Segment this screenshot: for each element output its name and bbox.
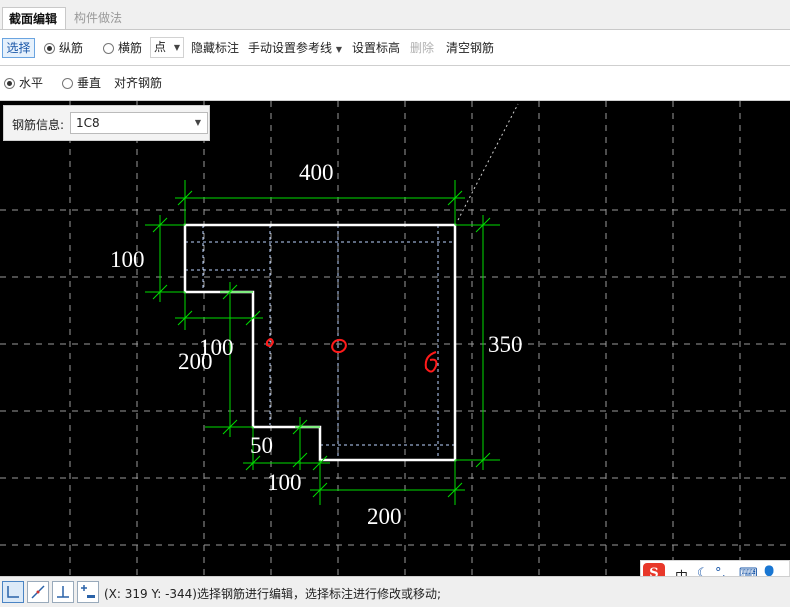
diagonal-icon xyxy=(31,585,45,599)
orthogonal-snap-button[interactable] xyxy=(2,581,24,603)
tab-bar: 截面编辑 构件做法 xyxy=(0,0,790,30)
rebar-marker[interactable] xyxy=(266,338,275,347)
chevron-down-icon: ▼ xyxy=(194,118,201,127)
perpendicular-icon xyxy=(57,586,69,598)
reference-lines xyxy=(185,225,455,460)
hide-dimensions-button[interactable]: 隐藏标注 xyxy=(191,41,240,55)
dim-inner-step[interactable]: 100 xyxy=(199,335,234,360)
dimension-lines xyxy=(145,180,500,505)
rebar-info-select[interactable]: 1C8 ▼ xyxy=(70,112,208,134)
manual-reference-line-button[interactable]: 手动设置参考线 ▼ xyxy=(248,38,342,58)
rebar-marker[interactable] xyxy=(424,351,438,373)
delete-button[interactable]: 删除 xyxy=(410,41,435,55)
rebar-info-value: 1C8 xyxy=(76,116,100,130)
dim-bottom-step[interactable]: 50 xyxy=(250,433,273,458)
vertical-radio[interactable]: 垂直 xyxy=(62,73,101,93)
set-elevation-button[interactable]: 设置标高 xyxy=(352,41,401,55)
align-rebar-button[interactable]: 对齐钢筋 xyxy=(114,76,163,90)
status-coordinates: (X: 319 Y: -344) xyxy=(104,587,197,601)
horizontal-label: 水平 xyxy=(19,76,44,90)
dim-bottom[interactable]: 200 xyxy=(367,504,402,529)
diagonal-snap-button[interactable] xyxy=(27,581,49,603)
rebar-marker[interactable] xyxy=(330,338,347,354)
tab-section-edit[interactable]: 截面编辑 xyxy=(2,7,66,29)
rebar-markers xyxy=(266,338,438,373)
status-hint: 选择钢筋进行编辑，选择标注进行修改或移动; xyxy=(197,587,442,601)
section-drawing[interactable]: 400 100 200 100 350 50 100 200 xyxy=(0,101,790,576)
clear-rebar-button[interactable]: 清空钢筋 xyxy=(446,41,495,55)
radio-off-icon xyxy=(62,78,73,89)
chevron-down-icon: ▼ xyxy=(173,43,180,52)
dim-left-step[interactable]: 200 xyxy=(178,349,213,374)
longitudinal-label: 纵筋 xyxy=(59,41,84,55)
punctuation-icon[interactable]: °, xyxy=(715,566,726,581)
dim-bottom-left[interactable]: 100 xyxy=(267,470,302,495)
rebar-info-label: 钢筋信息: xyxy=(12,118,65,132)
chevron-down-icon: ▼ xyxy=(335,45,342,54)
manual-reference-line-label: 手动设置参考线 xyxy=(248,41,333,55)
main-toolbar: 选择 纵筋 横筋 点 ▼ 隐藏标注 手动设置参考线 ▼ 设置标高 删除 清空钢筋 xyxy=(0,30,790,66)
add-dimension-icon xyxy=(81,585,95,598)
horizontal-radio[interactable]: 水平 xyxy=(4,73,43,93)
drawing-canvas[interactable]: 400 100 200 100 350 50 100 200 xyxy=(0,101,790,576)
orthogonal-icon xyxy=(7,586,19,598)
radio-on-icon xyxy=(4,78,15,89)
vertical-label: 垂直 xyxy=(77,76,102,90)
alignment-toolbar: 水平 垂直 对齐钢筋 xyxy=(0,66,790,101)
longitudinal-radio[interactable]: 纵筋 xyxy=(44,38,83,58)
moon-icon[interactable]: ☾ xyxy=(697,566,709,581)
dimension-snap-button[interactable] xyxy=(77,581,99,603)
select-button[interactable]: 选择 xyxy=(2,38,35,58)
rebar-info-panel: 钢筋信息: 1C8 ▼ xyxy=(3,105,210,141)
tab-component-method[interactable]: 构件做法 xyxy=(74,11,123,25)
transverse-radio[interactable]: 横筋 xyxy=(103,38,142,58)
dim-top[interactable]: 400 xyxy=(299,160,334,185)
radio-off-icon xyxy=(103,43,114,54)
status-bar: (X: 319 Y: -344)选择钢筋进行编辑，选择标注进行修改或移动; xyxy=(0,576,790,607)
transverse-label: 横筋 xyxy=(118,41,143,55)
point-dropdown-value: 点 xyxy=(154,40,167,54)
radio-on-icon xyxy=(44,43,55,54)
leader-line xyxy=(457,103,519,221)
dimension-labels: 400 100 200 100 350 50 100 200 xyxy=(110,160,523,529)
dim-left-upper[interactable]: 100 xyxy=(110,247,145,272)
dim-right[interactable]: 350 xyxy=(488,332,523,357)
status-message: (X: 319 Y: -344)选择钢筋进行编辑，选择标注进行修改或移动; xyxy=(104,585,441,602)
point-dropdown[interactable]: 点 ▼ xyxy=(150,37,184,58)
perpendicular-snap-button[interactable] xyxy=(52,581,74,603)
